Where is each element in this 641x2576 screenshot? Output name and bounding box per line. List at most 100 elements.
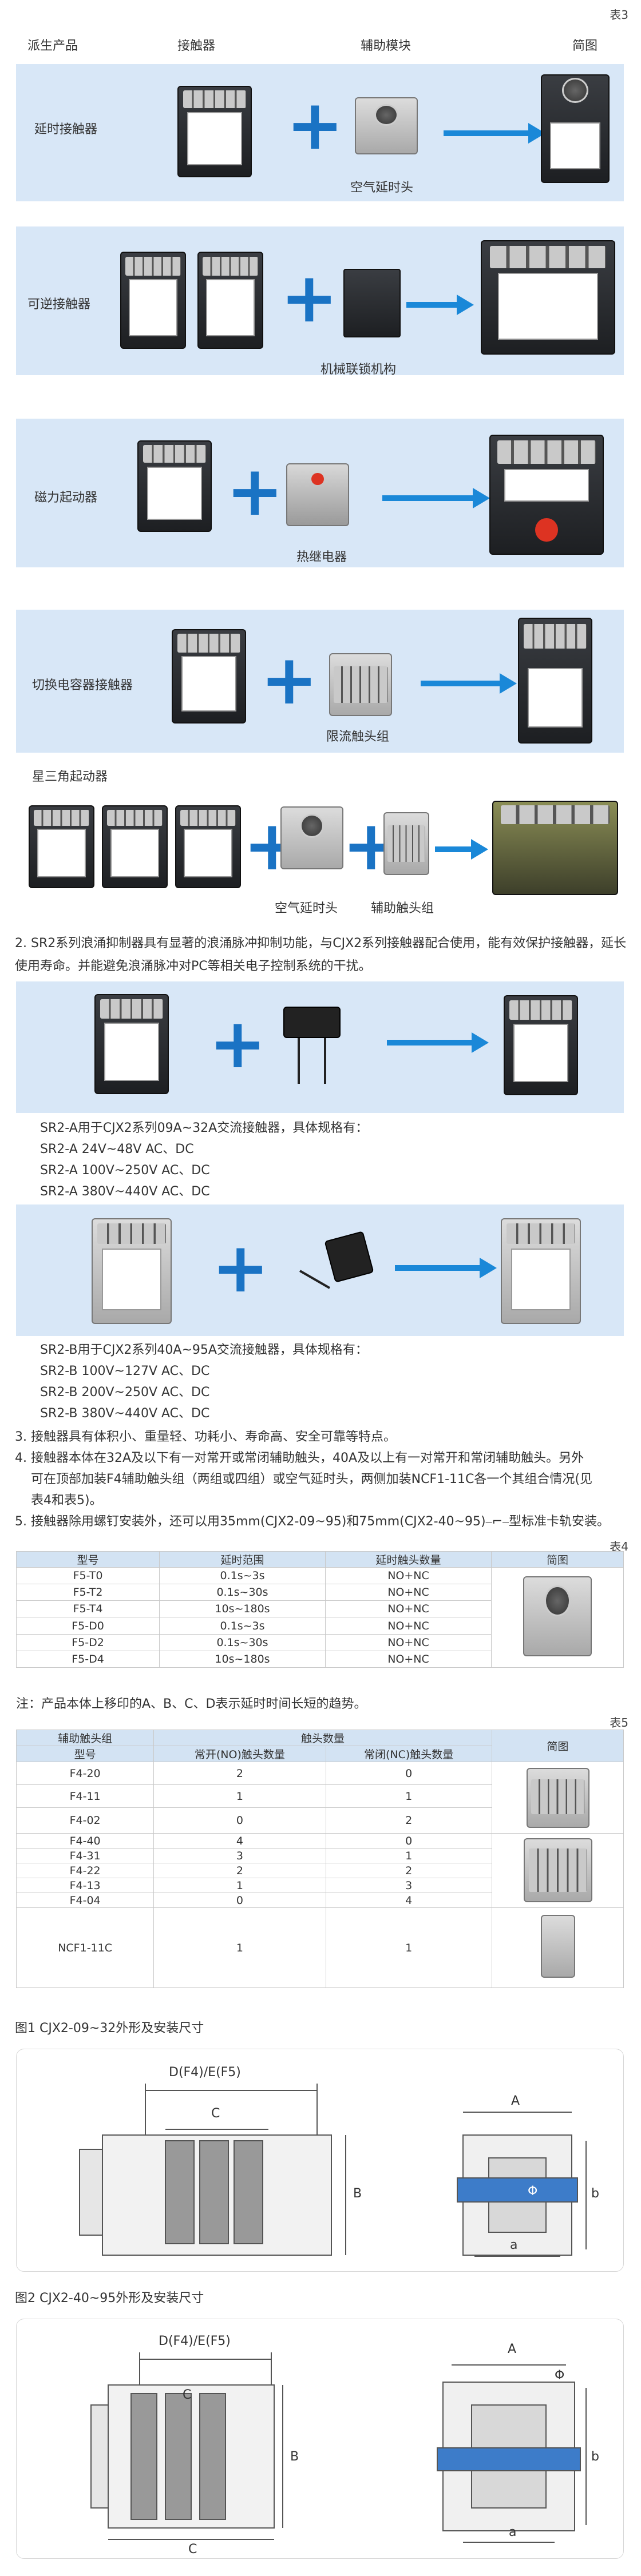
lead-wire: [298, 1038, 300, 1084]
fig2-dim-b: B: [290, 2450, 299, 2464]
module-label: 空气延时头: [275, 901, 338, 916]
plus-icon: +: [226, 452, 284, 531]
header-contactor: 接触器: [177, 39, 216, 53]
aux-contacts-image: [523, 1838, 592, 1902]
sr2b-title: SR2-B用于CJX2系列40A~95A交流接触器，具体规格有：: [40, 1343, 368, 1357]
sr2b-spec-3: SR2-B 380V~440V AC、DC: [40, 1406, 210, 1421]
table4-note: 注：产品本体上移印的A、B、C、D表示延时时间长短的趋势。: [16, 1697, 367, 1711]
contactor-image: [29, 805, 94, 888]
plus-icon: +: [212, 1229, 270, 1308]
plus-icon: +: [260, 641, 318, 720]
fig1-drawing: [79, 2084, 587, 2257]
fig1-dim-a-small: a: [510, 2238, 518, 2252]
contactor-image: [197, 252, 263, 349]
module-label: 机械联锁机构: [320, 363, 397, 377]
note-4c: 表4和表5)。: [31, 1493, 102, 1508]
table3-tag: 表3: [610, 8, 628, 22]
plus-icon: +: [280, 259, 338, 338]
assembled-diagram: [504, 995, 578, 1095]
fig2-dim-phi: Φ: [555, 2368, 565, 2383]
plus-icon: +: [286, 86, 344, 165]
sr2a-specs: SR2-A用于CJX2系列09A~32A交流接触器，具体规格有： SR2-A 2…: [40, 1118, 368, 1202]
contactor-image: [137, 440, 212, 532]
side-contacts-image: [540, 1915, 575, 1978]
assembled-diagram: [541, 74, 610, 183]
t5-header-diagram: 简图: [491, 1730, 624, 1762]
aux-contacts-image: [526, 1768, 589, 1828]
t5-header-model: 型号: [15, 1746, 155, 1762]
t5-header-no: 常开(NO)触头数量: [153, 1746, 326, 1762]
fig1-dim-b-small: b: [591, 2187, 599, 2201]
label-capacitor: 切换电容器接触器: [32, 678, 133, 693]
table5-tag: 表5: [610, 1716, 628, 1730]
t5-diagram-ncf1: [491, 1907, 624, 1988]
arrow-icon: [406, 295, 474, 315]
t4-header-model: 型号: [16, 1551, 160, 1568]
t4-header-range: 延时范围: [159, 1551, 326, 1568]
fig1-dim-phi: Φ: [528, 2184, 538, 2199]
t5-header-nc: 常闭(NC)触头数量: [325, 1746, 492, 1762]
fig1-dim-b: B: [353, 2187, 362, 2201]
contactor-image: [120, 252, 186, 349]
air-delay-head-image: [355, 97, 418, 154]
mechanical-interlock-image: [343, 269, 401, 337]
air-delay-head-image: [523, 1576, 592, 1656]
arrow-icon: [395, 1258, 497, 1278]
arrow-icon: [435, 839, 488, 860]
module-label: 空气延时头: [350, 181, 414, 195]
lead-wire: [324, 1038, 326, 1084]
fig2-dim-c: C: [188, 2542, 197, 2557]
module-label: 辅助触头组: [371, 901, 434, 916]
sr2b-spec-1: SR2-B 100V~127V AC、DC: [40, 1364, 210, 1378]
t4-header-contacts: 延时触头数量: [325, 1551, 492, 1568]
t5-header-count: 触头数量: [153, 1730, 492, 1746]
fig1-title: 图1 CJX2-09~32外形及安装尺寸: [15, 2021, 204, 2036]
fig2-box: D(F4)/E(F5) C C B A b a Φ: [16, 2319, 624, 2559]
note-5: 5. 接触器除用螺钉安装外，还可以用35mm(CJX2-09~95)和75mm(…: [15, 1514, 610, 1529]
assembled-diagram: [492, 801, 618, 895]
table5: 辅助触头组 触头数量 简图 型号 常开(NO)触头数量 常闭(NC)触头数量 F…: [15, 1730, 624, 1988]
table3-header: 派生产品 接触器 辅助模块 简图: [0, 29, 641, 57]
note-2: 2. SR2系列浪涌抑制器具有显著的浪涌脉冲抑制功能，与CJX2系列接触器配合使…: [15, 936, 627, 973]
arrow-icon: [444, 123, 545, 144]
t5-header-group: 辅助触头组: [15, 1730, 155, 1746]
label-magnetic: 磁力起动器: [34, 491, 98, 505]
sr2b-specs: SR2-B用于CJX2系列40A~95A交流接触器，具体规格有： SR2-B 1…: [40, 1339, 368, 1424]
fig2-drawing: [90, 2352, 587, 2543]
fig2-dim-b-small: b: [591, 2450, 599, 2464]
fig2-title: 图2 CJX2-40~95外形及安装尺寸: [15, 2291, 204, 2305]
assembled-diagram: [481, 240, 615, 355]
fig2-dim-c-top: C: [183, 2388, 192, 2402]
contactor-image: [94, 994, 169, 1094]
note-4a: 4. 接触器本体在32A及以下有一对常开或常闭辅助触头，40A及以上有一对常开和…: [15, 1451, 584, 1465]
contactor-image: [92, 1218, 172, 1324]
sr2b-spec-2: SR2-B 200V~250V AC、DC: [40, 1385, 210, 1400]
current-limit-contacts-image: [329, 653, 392, 716]
note-4b: 可在顶部加装F4辅助触头组（两组或四组）或空气延时头，两侧加装NCF1-11C各…: [31, 1472, 593, 1486]
contactor-image: [177, 86, 252, 177]
assembled-diagram: [518, 618, 592, 744]
fig1-dim-c: C: [211, 2106, 220, 2121]
thermal-relay-image: [286, 463, 349, 526]
t5-diagram-f4-2: [491, 1762, 624, 1834]
sr2a-spec-2: SR2-A 100V~250V AC、DC: [40, 1163, 210, 1178]
t4-diagram-cell: [491, 1567, 624, 1668]
contactor-image: [172, 629, 246, 723]
sr2a-spec-3: SR2-A 380V~440V AC、DC: [40, 1184, 210, 1199]
label-delay: 延时接触器: [34, 122, 98, 137]
fig2-dim-a: A: [508, 2342, 517, 2356]
sr2a-title: SR2-A用于CJX2系列09A~32A交流接触器，具体规格有：: [40, 1121, 369, 1135]
aux-contacts-image: [383, 812, 429, 875]
header-module: 辅助模块: [361, 39, 411, 53]
contactor-image: [175, 805, 241, 888]
plus-icon: +: [209, 1004, 267, 1084]
